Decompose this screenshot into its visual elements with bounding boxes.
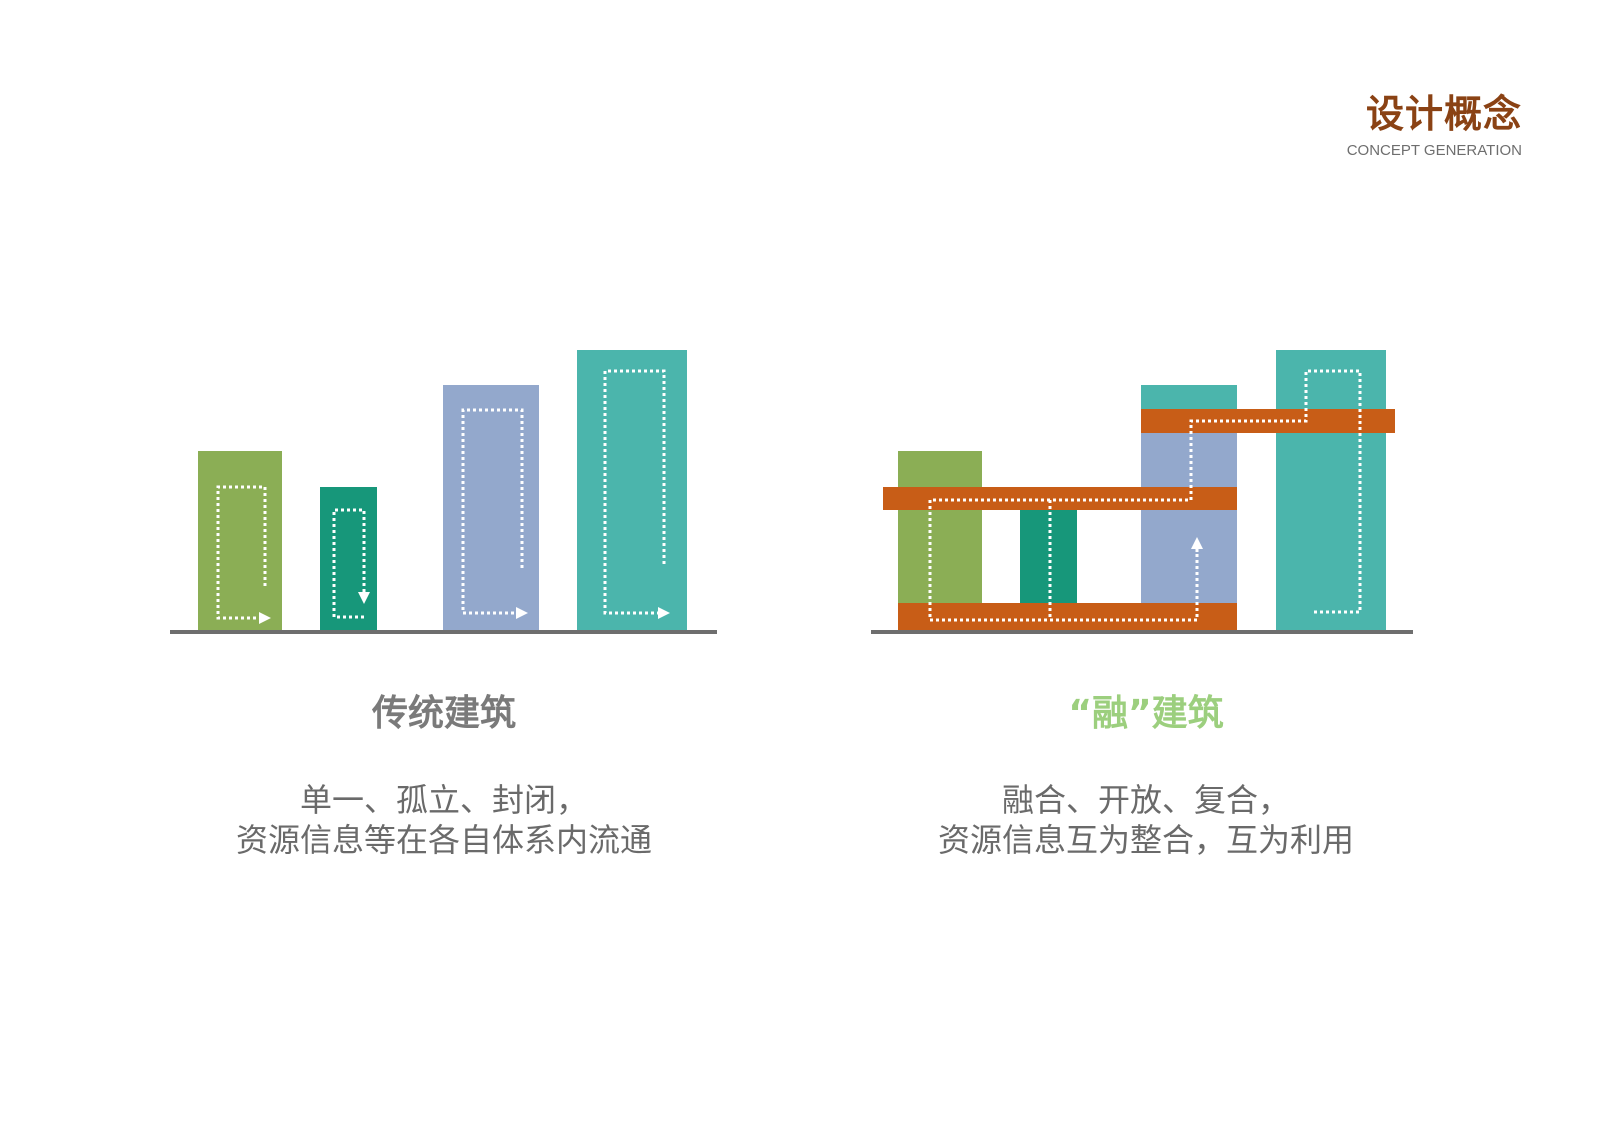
flow-loop-teal — [603, 369, 670, 619]
description-line: 单一、孤立、封闭， — [299, 781, 588, 819]
connector-slab-lower — [898, 603, 1237, 630]
building-green-right — [898, 451, 982, 632]
flow-loop-green — [216, 485, 271, 624]
flow-loop-dark-green — [332, 508, 366, 619]
page-header: 设计概念 CONCEPT GENERATION — [1347, 92, 1522, 162]
building-teal-top — [1141, 385, 1237, 409]
description-line: 资源信息互为整合，互为利用 — [937, 821, 1354, 859]
integrated-building-diagram — [871, 350, 1413, 634]
page-title: 设计概念 — [1365, 92, 1522, 136]
flow-loop-blue — [461, 408, 528, 619]
building-teal — [577, 350, 687, 632]
building-blue — [443, 385, 539, 632]
integrated-building-description: 融合、开放、复合， 资源信息互为整合，互为利用 — [846, 780, 1446, 860]
building-green — [198, 451, 282, 632]
traditional-building-description: 单一、孤立、封闭， 资源信息等在各自体系内流通 — [144, 780, 744, 860]
shared-flow-path — [928, 369, 1362, 622]
integrated-building-caption: “融”建筑 融合、开放、复合， 资源信息互为整合，互为利用 — [846, 692, 1446, 860]
traditional-building-diagram — [170, 350, 717, 634]
description-line: 融合、开放、复合， — [1001, 781, 1290, 819]
page-subtitle: CONCEPT GENERATION — [1346, 142, 1522, 159]
traditional-building-title: 传统建筑 — [371, 693, 516, 734]
traditional-building-caption: 传统建筑 单一、孤立、封闭， 资源信息等在各自体系内流通 — [144, 692, 744, 860]
description-line: 资源信息等在各自体系内流通 — [235, 821, 652, 859]
integrated-building-title: “融”建筑 — [1068, 693, 1224, 734]
building-teal-right — [1276, 350, 1386, 632]
